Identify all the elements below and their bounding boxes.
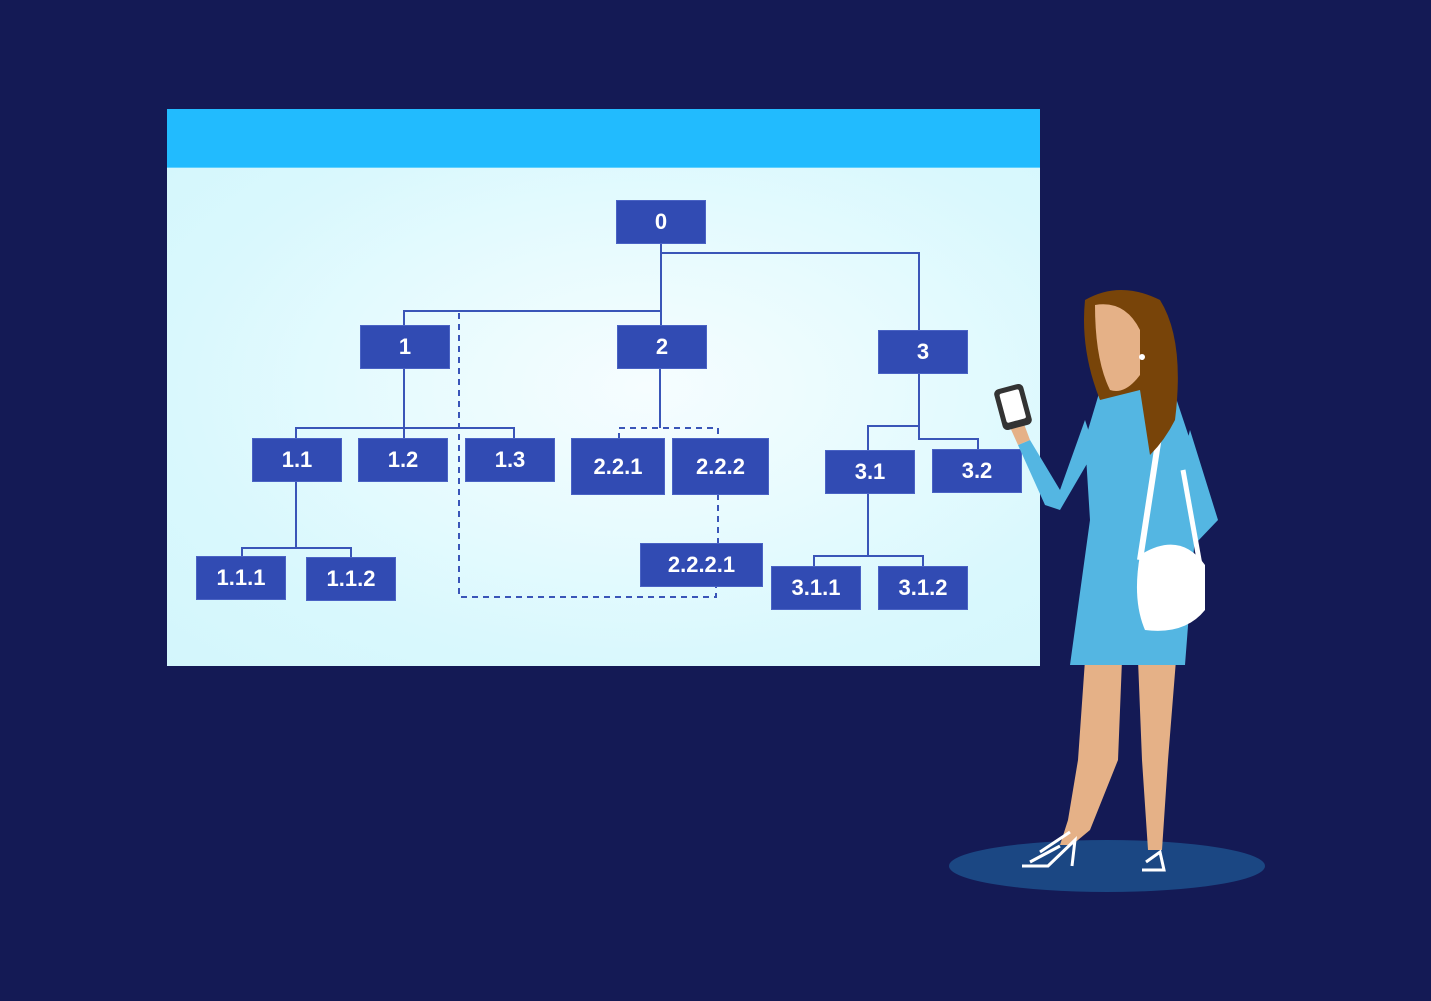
node-2-2-2-1[interactable]: 2.2.2.1 [641, 544, 762, 586]
node-2[interactable]: 2 [618, 326, 706, 368]
node-1[interactable]: 1 [361, 326, 449, 368]
node-2-2-2[interactable]: 2.2.2 [673, 439, 768, 494]
node-3-1[interactable]: 3.1 [826, 451, 914, 493]
floor-shadow [949, 840, 1265, 892]
node-1-1-1[interactable]: 1.1.1 [197, 557, 285, 599]
window-titlebar [167, 109, 1040, 168]
node-3-2[interactable]: 3.2 [933, 450, 1021, 492]
node-3-1-1[interactable]: 3.1.1 [772, 567, 860, 609]
node-0[interactable]: 0 [617, 201, 705, 243]
node-3-1-2[interactable]: 3.1.2 [879, 567, 967, 609]
node-2-2-1[interactable]: 2.2.1 [572, 439, 664, 494]
node-3[interactable]: 3 [879, 331, 967, 373]
node-1-3[interactable]: 1.3 [466, 439, 554, 481]
node-1-1-2[interactable]: 1.1.2 [307, 558, 395, 600]
node-1-2[interactable]: 1.2 [359, 439, 447, 481]
node-1-1[interactable]: 1.1 [253, 439, 341, 481]
